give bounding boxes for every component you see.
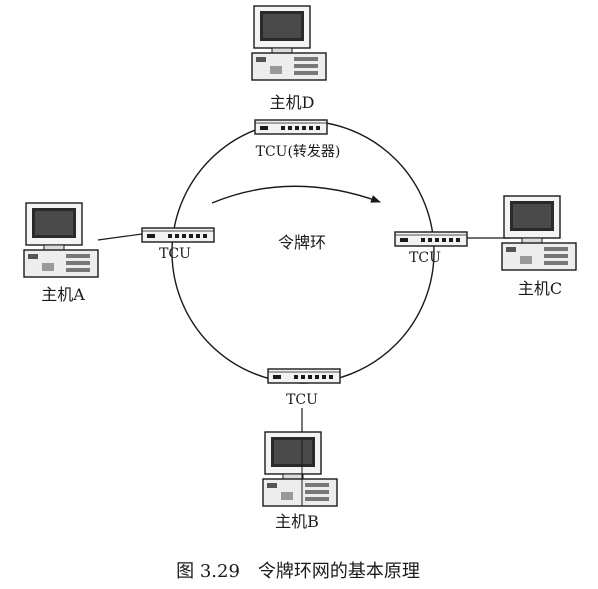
link-a [97, 233, 143, 241]
tcu-a-icon [141, 227, 215, 243]
tcu-b-icon [267, 368, 341, 384]
tcu-c-icon [394, 231, 468, 247]
tcu-c-label: TCU [409, 250, 441, 266]
token-ring [171, 120, 435, 384]
host-c: TCU 主机C [394, 195, 577, 298]
ring-label: 令牌环 [278, 233, 326, 252]
token-direction-arrow [211, 185, 381, 204]
host-a-label: 主机A [41, 285, 85, 304]
figure-caption: 图 3.29 令牌环网的基本原理 [176, 561, 420, 582]
tcu-d-icon [254, 119, 328, 135]
tcu-b-label: TCU [286, 392, 318, 408]
host-a: TCU 主机A [23, 202, 215, 304]
tcu-d-label: TCU(转发器) [256, 144, 341, 160]
host-b-label: 主机B [275, 512, 319, 531]
computer-a-icon [23, 202, 99, 278]
host-d-label: 主机D [270, 93, 315, 112]
computer-d-icon [251, 5, 327, 81]
tcu-a-label: TCU [159, 246, 191, 262]
host-c-label: 主机C [518, 279, 562, 298]
computer-b-icon [262, 431, 338, 507]
host-d: 主机D TCU(转发器) [251, 5, 341, 160]
host-b: TCU 主机B [262, 368, 341, 531]
computer-c-icon [501, 195, 577, 271]
